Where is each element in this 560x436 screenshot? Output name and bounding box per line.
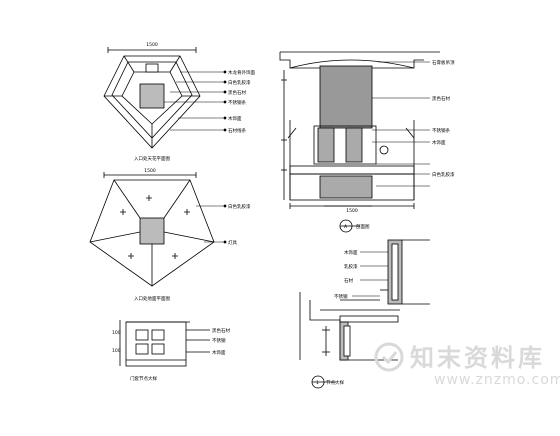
section-column <box>279 51 440 209</box>
plan1-ceiling <box>103 47 201 149</box>
plan2-callout-1: 白色乳胶漆 <box>228 203 251 210</box>
plan2-dim-top: 1500 <box>144 168 156 174</box>
detail-small-callout-1: 黑色石材 <box>212 327 230 334</box>
detail-small <box>119 320 210 367</box>
watermark-logo-icon <box>374 342 404 372</box>
section-callout-3: 不锈钢条 <box>432 127 450 134</box>
detail-large-callout-lines <box>352 251 388 297</box>
plan1-callout-6: 石材线条 <box>228 127 246 134</box>
detail-large-callout-1: 木饰面 <box>344 249 358 256</box>
plan1-callout-2: 白色乳胶漆 <box>228 79 251 86</box>
plan1-callout-3: 黑色石材 <box>228 89 246 96</box>
detail-large-callout-2: 乳胶漆 <box>344 263 358 270</box>
watermark-text-cn: 知末资料库 <box>410 344 545 372</box>
detail-large-mark-label: 1 <box>316 380 319 386</box>
section-callout-5: 白色乳胶漆 <box>432 171 455 178</box>
section-callout-1: 石膏板吊顶 <box>432 59 455 66</box>
section-callout-2: 黑色石材 <box>432 95 450 102</box>
watermark: 知末资料库 www.znzmo.com <box>372 338 560 402</box>
detail-small-dim-1: 100 <box>112 330 121 336</box>
section-callout-lines <box>372 61 430 187</box>
detail-small-callout-3: 木饰面 <box>212 349 226 356</box>
plan2-floor <box>89 172 215 287</box>
detail-large-mark <box>311 375 336 389</box>
section-caption: 剖面图 <box>356 223 370 230</box>
detail-small-caption: 门套节点大样 <box>130 375 157 382</box>
section-mark <box>339 219 360 233</box>
section-mark-label: A <box>344 224 348 230</box>
plan1-caption: 入口处天花平面图 <box>134 155 170 162</box>
detail-small-dim-2: 100 <box>112 348 121 354</box>
detail-small-callout-2: 不锈钢 <box>212 337 226 344</box>
detail-large-callout-3: 石材 <box>344 277 353 284</box>
plan2-callout-lines <box>196 204 227 244</box>
section-callout-4: 木饰面 <box>432 139 446 146</box>
plan1-callout-1: 木龙骨外饰面 <box>228 69 255 76</box>
plan1-callout-4: 不锈钢条 <box>228 99 246 106</box>
detail-large <box>299 239 430 361</box>
detail-large-caption: 节点大样 <box>326 379 344 386</box>
plan1-dim-top: 1500 <box>146 42 158 48</box>
section-dim-bottom: 1500 <box>346 208 358 214</box>
detail-large-callout-4: 不锈钢 <box>334 293 348 300</box>
plan1-callout-lines <box>164 70 227 132</box>
plan2-callout-2: 灯具 <box>228 239 237 246</box>
plan2-caption: 入口处地面平面图 <box>134 295 170 302</box>
watermark-text-en: www.znzmo.com <box>434 372 560 388</box>
plan1-callout-5: 木饰面 <box>228 115 242 122</box>
